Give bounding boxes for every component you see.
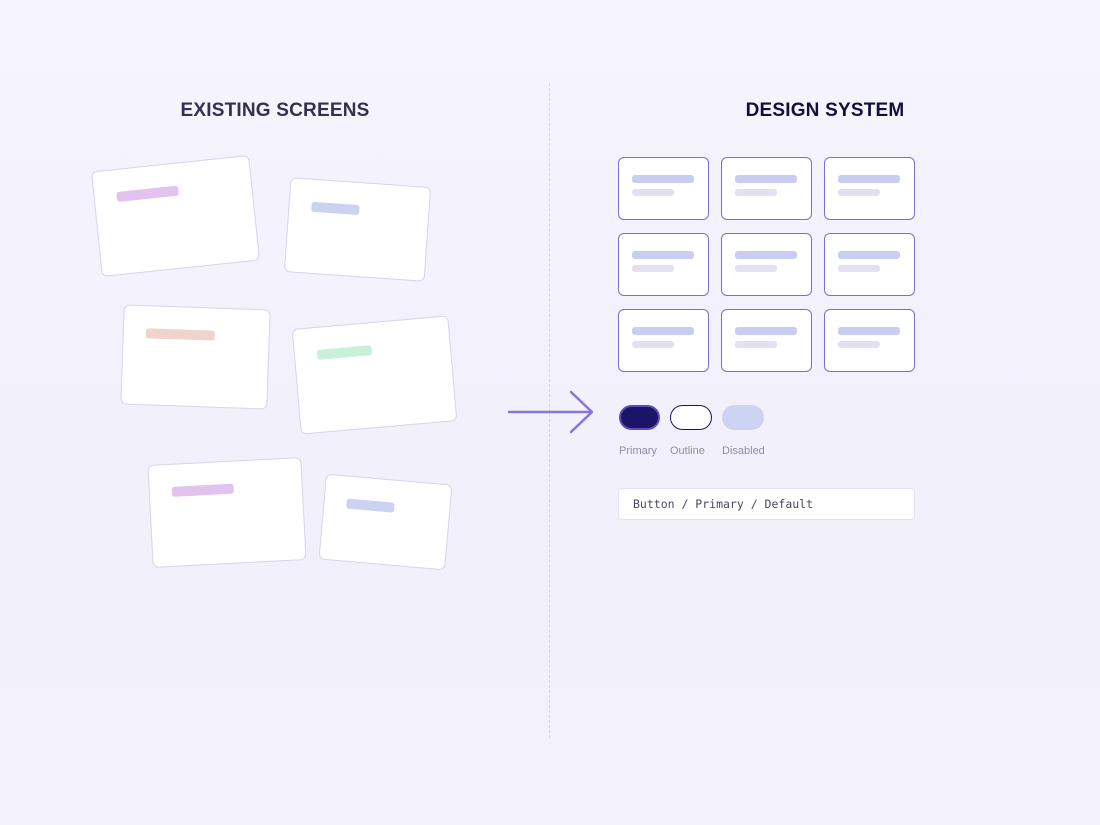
tile-subtitle-line — [735, 189, 777, 196]
screen-card — [283, 177, 432, 282]
tile-subtitle-line — [838, 265, 880, 272]
component-tile — [618, 309, 709, 372]
outline-variant-label: Outline — [670, 445, 705, 457]
screen-accent-bar — [145, 328, 215, 341]
tile-subtitle-line — [838, 341, 880, 348]
tile-subtitle-line — [632, 265, 674, 272]
screen-accent-bar — [116, 185, 179, 203]
screen-accent-bar — [316, 345, 373, 360]
screen-accent-bar — [171, 483, 235, 497]
tile-title-line — [838, 327, 900, 335]
tile-title-line — [838, 251, 900, 259]
tile-subtitle-line — [632, 341, 674, 348]
primary-button-sample[interactable] — [619, 405, 660, 430]
disabled-variant-label: Disabled — [722, 445, 765, 457]
component-tile — [824, 309, 915, 372]
component-tile — [824, 157, 915, 220]
tile-title-line — [735, 175, 797, 183]
component-tile — [618, 233, 709, 296]
outline-button-sample[interactable] — [670, 405, 712, 430]
tile-title-line — [632, 251, 694, 259]
tile-title-line — [735, 251, 797, 259]
screen-accent-bar — [346, 498, 395, 513]
component-tile — [721, 157, 812, 220]
tile-title-line — [838, 175, 900, 183]
disabled-button-sample — [722, 405, 764, 430]
screen-card — [90, 154, 261, 278]
screen-card — [120, 304, 271, 410]
primary-variant-label: Primary — [619, 445, 657, 457]
screen-accent-bar — [311, 201, 360, 216]
component-tile — [721, 309, 812, 372]
section-divider — [549, 83, 550, 738]
screen-card — [291, 315, 458, 435]
tile-subtitle-line — [632, 189, 674, 196]
tile-subtitle-line — [838, 189, 880, 196]
tile-title-line — [632, 175, 694, 183]
screen-card — [147, 457, 307, 568]
component-token-name: Button / Primary / Default — [618, 488, 915, 520]
tile-title-line — [735, 327, 797, 335]
tile-subtitle-line — [735, 341, 777, 348]
component-grid — [618, 157, 915, 372]
design-system-title: DESIGN SYSTEM — [745, 100, 905, 121]
component-tile — [618, 157, 709, 220]
existing-screens-title: EXISTING SCREENS — [180, 100, 370, 121]
component-tile — [824, 233, 915, 296]
transform-arrow-icon — [507, 390, 594, 434]
tile-title-line — [632, 327, 694, 335]
tile-subtitle-line — [735, 265, 777, 272]
screen-card — [318, 473, 453, 571]
component-tile — [721, 233, 812, 296]
